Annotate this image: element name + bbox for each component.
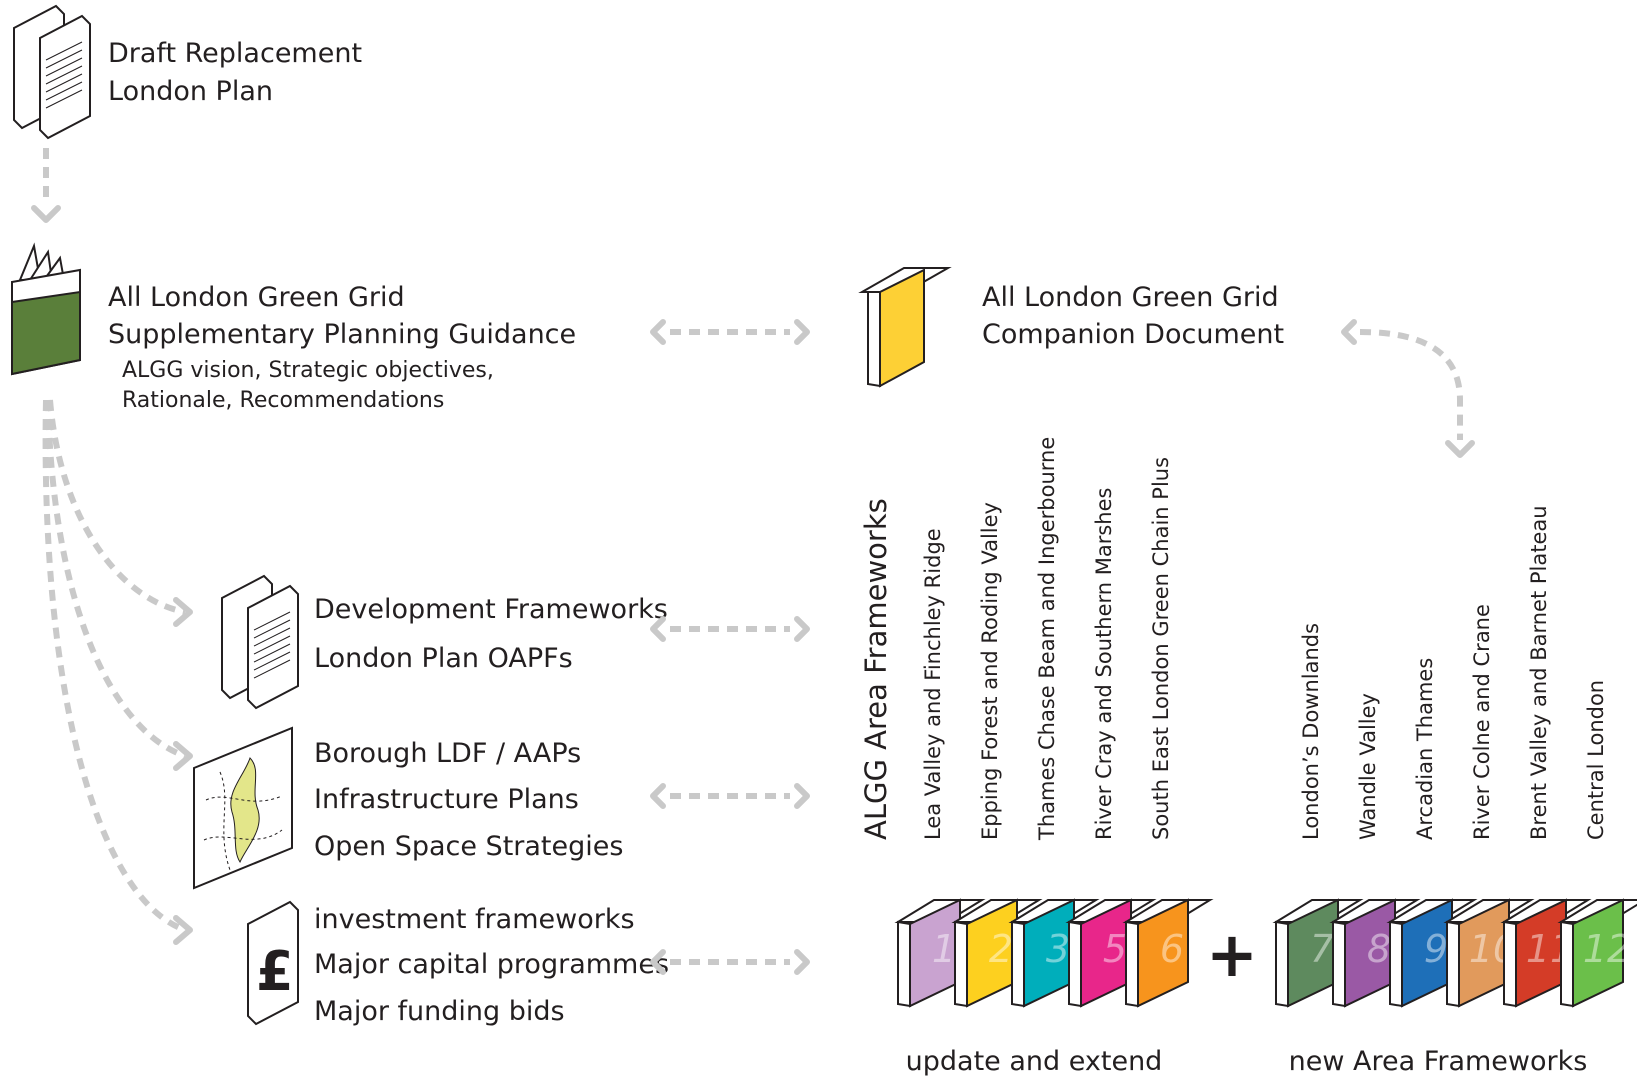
caption-new-frameworks: new Area Frameworks: [1289, 1046, 1588, 1077]
open-book-icon: [11, 242, 81, 376]
plus-sign: +: [1206, 918, 1258, 991]
companion-book-icon: [858, 267, 952, 388]
framework-book-number: 1: [932, 927, 956, 971]
double-arrow-icon: [650, 616, 810, 642]
dev-frameworks-line2: London Plan OAPFs: [314, 643, 573, 674]
area-framework-name: Epping Forest and Roding Valley: [978, 502, 1002, 840]
area-framework-name: Thames Chase Beam and Ingerbourne: [1035, 437, 1059, 841]
borough-line3: Open Space Strategies: [314, 831, 623, 862]
draft-plan-title-line1: Draft Replacement: [108, 38, 362, 69]
draft-plan-title-line2: London Plan: [108, 76, 273, 107]
framework-book: 7: [1272, 898, 1364, 1008]
spg-title-line1: All London Green Grid: [108, 282, 405, 313]
pound-document-icon: £: [247, 900, 299, 1026]
area-framework-name: South East London Green Chain Plus: [1149, 457, 1173, 840]
framework-book-number: 7: [1310, 927, 1334, 971]
investment-line2: Major capital programmes: [314, 949, 669, 980]
area-framework-name: Arcadian Thames: [1413, 658, 1437, 840]
area-framework-name: Brent Valley and Barnet Plateau: [1527, 505, 1551, 840]
area-framework-name: River Cray and Southern Marshes: [1092, 488, 1116, 840]
framework-book: 9: [1386, 898, 1478, 1008]
map-icon: [193, 726, 293, 890]
framework-book: 12: [1557, 898, 1637, 1008]
investment-line3: Major funding bids: [314, 996, 565, 1027]
framework-book-number: 12: [1583, 927, 1631, 971]
area-frameworks-heading: ALGG Area Frameworks: [859, 498, 893, 840]
framework-book: 5: [1065, 898, 1157, 1008]
arrow-down-icon: [31, 148, 61, 223]
framework-book-number: 9: [1424, 927, 1448, 971]
framework-book: 8: [1329, 898, 1421, 1008]
framework-book-number: 8: [1367, 927, 1391, 971]
double-arrow-icon: [650, 783, 810, 809]
area-framework-name: Lea Valley and Finchley Ridge: [921, 528, 945, 840]
borough-line1: Borough LDF / AAPs: [314, 738, 581, 769]
document-stack-icon: [13, 4, 91, 140]
area-framework-name: Wandle Valley: [1356, 693, 1380, 840]
caption-update-extend: update and extend: [906, 1046, 1163, 1077]
area-framework-name: Central London: [1584, 680, 1608, 840]
framework-book-number: 3: [1046, 927, 1070, 971]
framework-book: 3: [1008, 898, 1100, 1008]
investment-line1: investment frameworks: [314, 904, 635, 935]
curved-double-arrow-icon: [1341, 319, 1475, 458]
dev-frameworks-line1: Development Frameworks: [314, 594, 668, 625]
framework-book-number: 6: [1160, 927, 1184, 971]
pound-symbol: £: [256, 940, 294, 1003]
framework-book: 1: [894, 898, 986, 1008]
area-framework-name: London’s Downlands: [1299, 623, 1323, 840]
borough-line2: Infrastructure Plans: [314, 784, 579, 815]
framework-book-number: 2: [989, 927, 1013, 971]
area-framework-name: River Colne and Crane: [1470, 604, 1494, 840]
framework-book-number: 5: [1103, 927, 1127, 971]
spg-title-line2: Supplementary Planning Guidance: [108, 319, 576, 350]
framework-book: 10: [1443, 898, 1535, 1008]
companion-title-line2: Companion Document: [982, 319, 1284, 350]
spg-subtitle-line2: Rationale, Recommendations: [122, 388, 444, 413]
branch-arrows: [42, 399, 193, 945]
double-arrow-icon: [650, 319, 810, 345]
framework-book: 6: [1122, 898, 1214, 1008]
new-area-framework-names: London’s Downlands Wandle Valley Arcadian …: [1299, 505, 1608, 840]
document-stack-icon: [221, 574, 299, 710]
existing-area-framework-names: Lea Valley and Finchley Ridge Epping Fore…: [921, 437, 1173, 841]
spg-subtitle-line1: ALGG vision, Strategic objectives,: [122, 358, 494, 383]
companion-title-line1: All London Green Grid: [982, 282, 1279, 313]
double-arrow-icon: [650, 949, 810, 975]
